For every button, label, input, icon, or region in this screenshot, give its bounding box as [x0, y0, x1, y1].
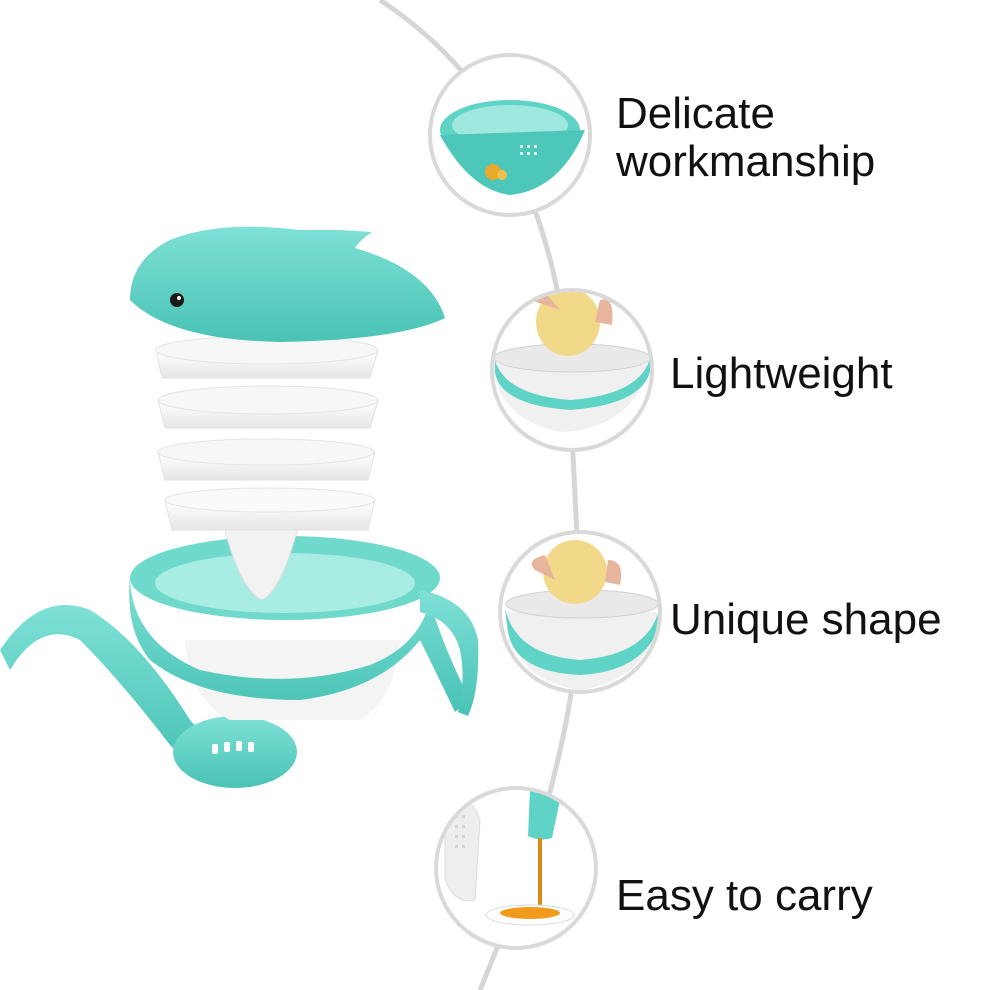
juicer-cone — [221, 519, 301, 601]
bowl-body — [129, 575, 470, 712]
feature-label-delicate-workmanship: Delicate workmanship — [616, 90, 875, 186]
feature-label-line: Unique shape — [670, 595, 942, 644]
feature-label-easy-to-carry: Easy to carry — [616, 872, 873, 920]
feature-circle-4 — [434, 786, 598, 950]
feature-label-line: Easy to carry — [616, 871, 873, 920]
feature-circle-3 — [498, 530, 662, 694]
bowl-inner — [155, 553, 415, 613]
grater-plates — [155, 335, 379, 531]
feature-label-line: workmanship — [616, 137, 876, 186]
feature-label-lightweight: Lightweight — [670, 350, 893, 398]
feature-label-line: Delicate — [616, 89, 775, 138]
spoon-handle — [0, 605, 250, 765]
feature-label-unique-shape: Unique shape — [670, 596, 942, 644]
feature-circle-2 — [490, 288, 654, 452]
spoon-bowl — [173, 716, 297, 788]
juice-pouring-icon — [444, 790, 575, 926]
spoon-holes — [212, 741, 254, 754]
dolphin-eye — [170, 293, 184, 307]
feature-circle-1 — [428, 53, 592, 217]
grating-apple-side-icon — [505, 540, 658, 690]
product-illustration — [0, 226, 479, 788]
bowl-handle — [420, 590, 479, 716]
bowl-with-strainer-spoon-icon — [440, 100, 585, 195]
feature-label-line: Lightweight — [670, 349, 893, 398]
dolphin-lid — [130, 226, 445, 342]
grating-apple-icon — [494, 292, 650, 432]
